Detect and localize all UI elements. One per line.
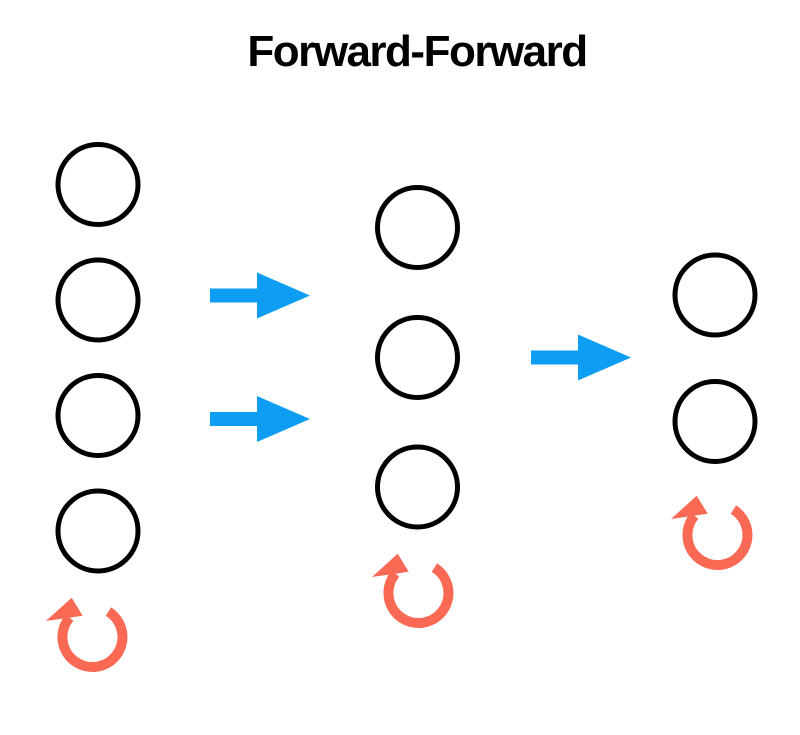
loop-arrowhead: [46, 597, 83, 621]
neuron-node: [55, 373, 141, 458]
layer-2-nodes: [375, 185, 460, 530]
local-loop-icon: [671, 495, 753, 570]
neuron-node: [55, 488, 141, 574]
forward-arrow-icon: [531, 334, 631, 381]
layer-3-nodes: [672, 252, 758, 464]
loop-arc: [383, 563, 454, 628]
neuron-node: [375, 444, 460, 530]
loop-arc: [57, 607, 128, 672]
loop-arrowhead: [671, 495, 708, 519]
loop-arrowhead: [372, 553, 409, 577]
neuron-node: [375, 315, 460, 400]
neuron-node: [375, 185, 460, 270]
layer-1-nodes: [55, 142, 141, 574]
neuron-node: [672, 252, 758, 338]
local-loop-icon: [46, 597, 128, 672]
neuron-node: [672, 379, 758, 464]
diagram-title: Forward-Forward: [247, 27, 588, 76]
forward-arrow-icon: [210, 396, 310, 442]
neuron-node: [55, 142, 141, 227]
local-loop-icon: [372, 553, 454, 628]
neuron-node: [55, 257, 141, 343]
loop-arc: [682, 505, 753, 570]
forward-arrow-icon: [210, 272, 310, 319]
